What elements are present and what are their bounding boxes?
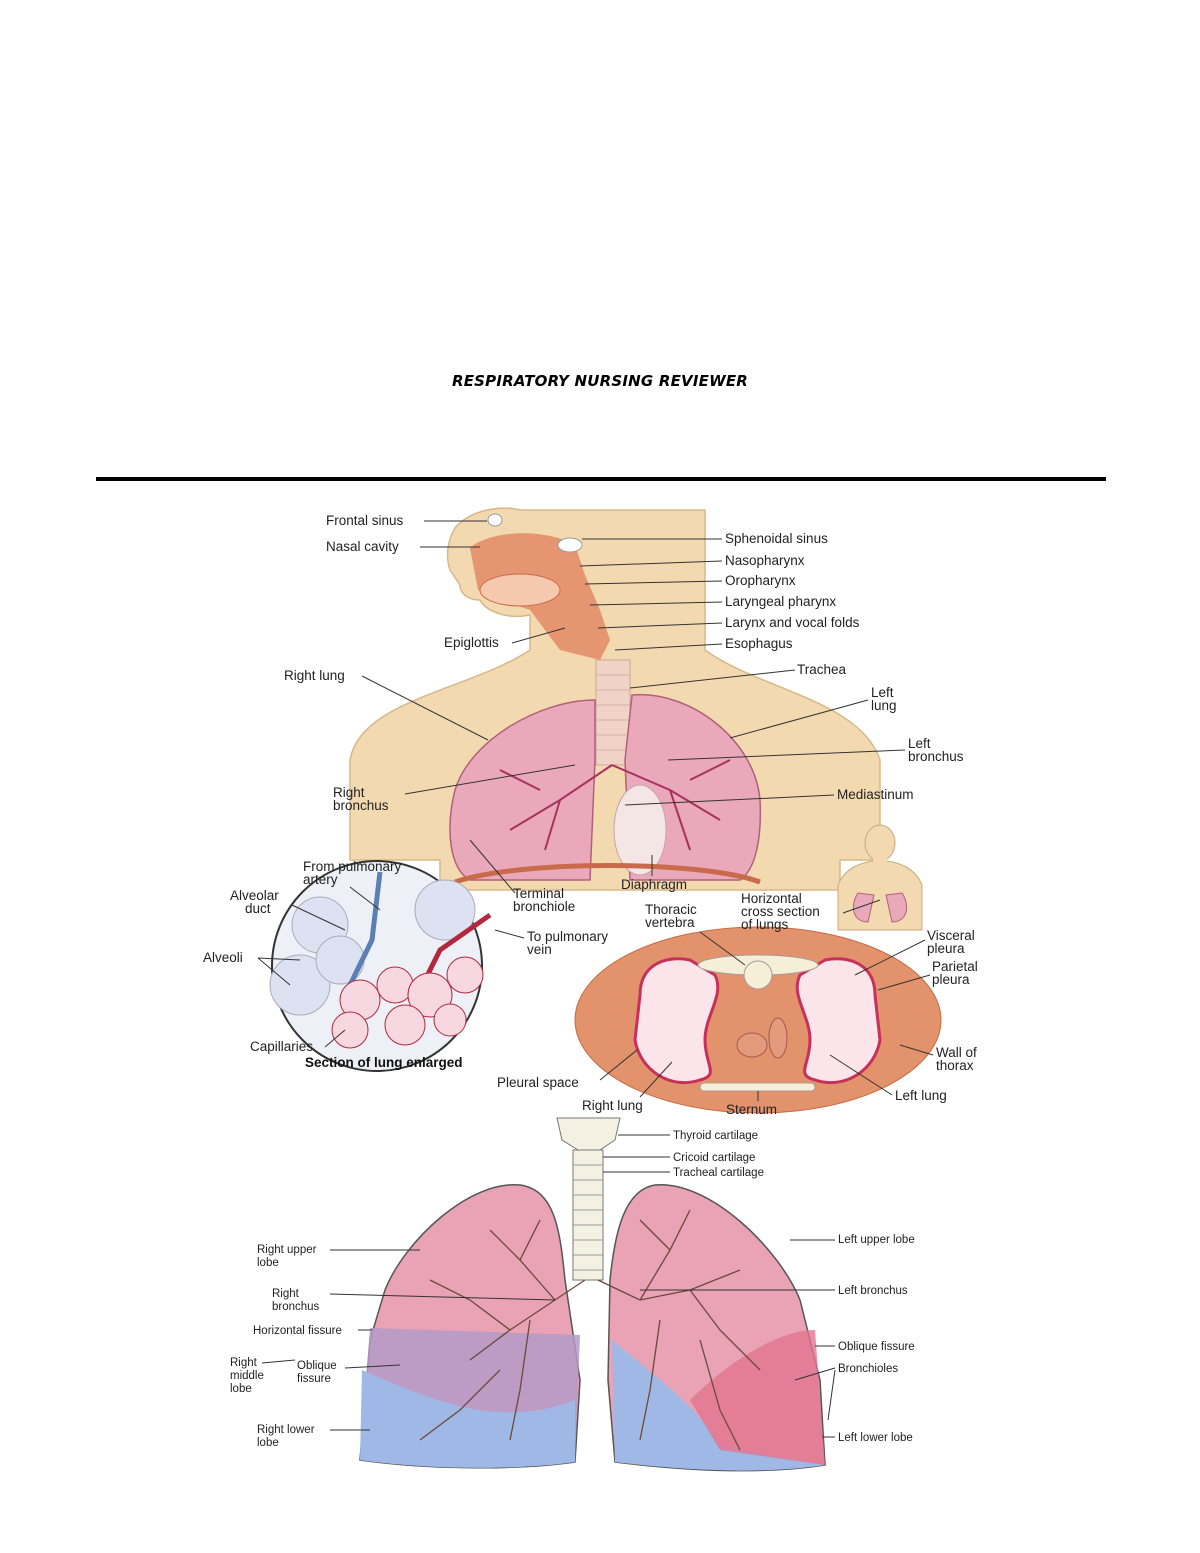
figure-1-labels: Frontal sinus Nasal cavity Sphenoidal si… — [203, 513, 978, 1117]
page-title: RESPIRATORY NURSING REVIEWER — [451, 372, 749, 390]
label-from-pulmonary-artery-2: artery — [303, 872, 338, 887]
label-wall-of-thorax-1: Wall of — [936, 1045, 977, 1060]
label-right-lower-lobe-2: lobe — [257, 1437, 279, 1449]
label-esophagus: Esophagus — [725, 636, 793, 651]
label-nasopharynx: Nasopharynx — [725, 553, 805, 568]
label-sternum: Sternum — [726, 1102, 777, 1117]
title-divider — [96, 477, 1106, 481]
alveoli-section-illustration — [269, 860, 492, 1072]
label-thyroid-cartilage: Thyroid cartilage — [673, 1130, 758, 1142]
label-from-pulmonary-artery-1: From pulmonary — [303, 859, 402, 874]
label-visceral-pleura-2: pleura — [927, 941, 965, 956]
label-alveoli: Alveoli — [203, 950, 243, 965]
label-right-bronchus-2: bronchus — [272, 1301, 320, 1313]
label-nasal-cavity: Nasal cavity — [326, 539, 399, 554]
label-left-bronchus-1: Left — [908, 736, 931, 751]
label-left-lung-1: Left — [871, 685, 894, 700]
label-left-bronchus: Left bronchus — [838, 1285, 908, 1297]
label-cricoid-cartilage: Cricoid cartilage — [673, 1152, 755, 1164]
label-right-upper-lobe-1: Right upper — [257, 1244, 317, 1256]
label-alveolar-duct-1: Alveolar — [230, 888, 279, 903]
label-horizontal-cross-section-2: cross section — [741, 904, 820, 919]
label-right-middle-lobe-1: Right — [230, 1357, 258, 1369]
label-pleural-space: Pleural space — [497, 1075, 579, 1090]
label-thoracic-vertebra-2: vertebra — [645, 915, 695, 930]
label-capillaries: Capillaries — [250, 1039, 313, 1054]
figure-2-labels: Thyroid cartilage Cricoid cartilage Trac… — [230, 1130, 915, 1449]
label-terminal-bronchiole-2: bronchiole — [513, 899, 575, 914]
label-right-middle-lobe-3: lobe — [230, 1383, 252, 1395]
label-horizontal-cross-section-3: of lungs — [741, 917, 789, 932]
label-to-pulmonary-vein-1: To pulmonary — [527, 929, 608, 944]
label-frontal-sinus: Frontal sinus — [326, 513, 404, 528]
label-left-lung-2: lung — [871, 698, 897, 713]
label-right-bronchus-1: Right — [272, 1288, 300, 1300]
label-right-upper-lobe-2: lobe — [257, 1257, 279, 1269]
label-epiglottis: Epiglottis — [444, 635, 499, 650]
label-to-pulmonary-vein-2: vein — [527, 942, 552, 957]
label-section-of-lung-enlarged: Section of lung enlarged — [305, 1055, 463, 1070]
label-mediastinum: Mediastinum — [837, 787, 914, 802]
label-oropharynx: Oropharynx — [725, 573, 796, 588]
lung-lobes-illustration — [359, 1117, 826, 1472]
label-visceral-pleura-1: Visceral — [927, 928, 975, 943]
label-left-lung-cross-section: Left lung — [895, 1088, 947, 1103]
label-trachea: Trachea — [797, 662, 847, 677]
label-right-bronchus-1: Right — [333, 785, 365, 800]
label-laryngeal-pharynx: Laryngeal pharynx — [725, 594, 836, 609]
label-bronchioles: Bronchioles — [838, 1363, 898, 1375]
label-wall-of-thorax-2: thorax — [936, 1058, 974, 1073]
label-horizontal-cross-section-1: Horizontal — [741, 891, 802, 906]
label-right-bronchus-2: bronchus — [333, 798, 389, 813]
label-left-lower-lobe: Left lower lobe — [838, 1432, 913, 1444]
label-left-bronchus-2: bronchus — [908, 749, 964, 764]
label-larynx-vocal-folds: Larynx and vocal folds — [725, 615, 860, 630]
label-right-lung: Right lung — [284, 668, 345, 683]
label-oblique-fissure-right-1: Oblique — [297, 1360, 337, 1372]
label-horizontal-fissure: Horizontal fissure — [253, 1325, 342, 1337]
label-right-lower-lobe-1: Right lower — [257, 1424, 315, 1436]
label-parietal-pleura-2: pleura — [932, 972, 970, 987]
label-sphenoidal-sinus: Sphenoidal sinus — [725, 531, 828, 546]
torso-illustration — [349, 507, 881, 891]
label-oblique-fissure-right-2: fissure — [297, 1373, 331, 1385]
cross-section-figure-icon — [837, 824, 923, 931]
thorax-cross-section-illustration — [574, 926, 942, 1114]
label-terminal-bronchiole-1: Terminal — [513, 886, 564, 901]
label-diaphragm: Diaphragm — [621, 877, 687, 892]
label-oblique-fissure-left: Oblique fissure — [838, 1341, 915, 1353]
label-tracheal-cartilage: Tracheal cartilage — [673, 1167, 764, 1179]
label-right-middle-lobe-2: middle — [230, 1370, 264, 1382]
label-left-upper-lobe: Left upper lobe — [838, 1234, 915, 1246]
label-right-lung-cross-section: Right lung — [582, 1098, 643, 1113]
label-thoracic-vertebra-1: Thoracic — [645, 902, 697, 917]
label-alveolar-duct-2: duct — [245, 901, 271, 916]
label-parietal-pleura-1: Parietal — [932, 959, 978, 974]
